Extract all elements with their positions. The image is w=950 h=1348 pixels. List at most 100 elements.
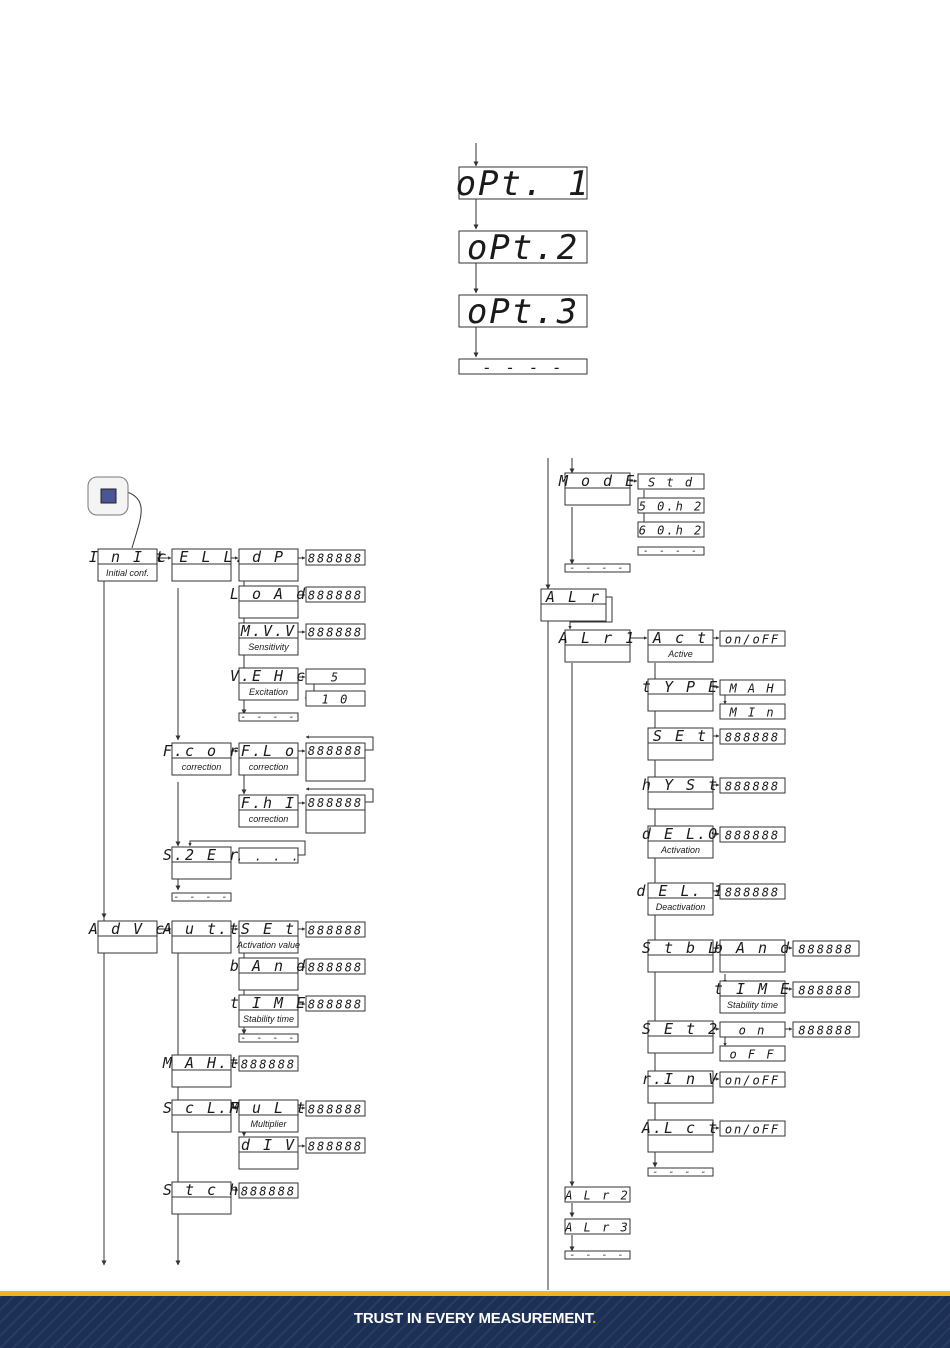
set2-node-code: S E t 2 xyxy=(642,1020,719,1038)
set2-off-value: o F F xyxy=(729,1048,775,1062)
rinv-node-code: r.I n V xyxy=(642,1070,719,1088)
sclf-node-box xyxy=(171,1099,232,1133)
alr1-menu-end xyxy=(647,1167,714,1177)
szer-value-value: . . . . xyxy=(236,850,301,864)
mult-node-code: M u L t xyxy=(229,1099,307,1117)
autt-band-node-code: b A n d xyxy=(230,957,307,975)
set2-on-value: o n xyxy=(739,1024,767,1038)
alct-value-box xyxy=(719,1120,786,1137)
alr-loop xyxy=(568,596,613,630)
szer-value-box xyxy=(238,847,299,864)
alr3-node-value: A L r 3 xyxy=(564,1221,630,1235)
vexc-node-caption: Excitation xyxy=(249,687,288,697)
mode-options-end-dashes: - - - - xyxy=(643,546,699,557)
act-value-value: on/oFF xyxy=(725,633,780,647)
alct-node-box xyxy=(647,1119,714,1153)
autt-set-node-caption: Activation value xyxy=(236,940,300,950)
mult-node-caption: Multiplier xyxy=(250,1119,287,1129)
dp-value-box xyxy=(305,549,366,566)
flo-node-caption: correction xyxy=(249,762,289,772)
init-node-box xyxy=(97,548,158,582)
maht-node-box xyxy=(171,1054,232,1088)
del0-node-box xyxy=(647,825,714,859)
dp-node-code: d P xyxy=(252,548,285,566)
fcor-node-code: F.c o r xyxy=(163,742,240,760)
mode-node-code: M o d E xyxy=(558,472,636,490)
fcor-node-caption: correction xyxy=(182,762,222,772)
fhi-loop xyxy=(305,787,374,803)
type-max-value: M A H xyxy=(728,682,775,696)
set2-value-value: 888888 xyxy=(798,1024,853,1038)
stbl-band-node-code: b A n d xyxy=(714,939,791,957)
autt-band-node-box xyxy=(238,957,299,991)
del1-node-code: d E L. 1 xyxy=(636,882,724,900)
opt-1-display xyxy=(458,166,588,200)
alr-menu-end xyxy=(564,1250,631,1260)
alr2-node-value: A L r 2 xyxy=(564,1189,630,1203)
stbl-time-node-code: t I M E xyxy=(714,980,791,998)
footer-slogan-text: TRUST IN EVERY MEASUREMENT xyxy=(353,1310,593,1327)
type-min-box xyxy=(719,703,786,720)
type-min-value: M I n xyxy=(728,706,775,720)
autt-time-value-value: 888888 xyxy=(308,998,363,1012)
init-menu-end xyxy=(171,892,232,902)
autt-node-code: A u t.t xyxy=(162,920,240,938)
fhi-node-caption: correction xyxy=(249,814,289,824)
alr2-node-box xyxy=(564,1186,631,1203)
footer-slogan: TRUST IN EVERY MEASUREMENT. xyxy=(0,1310,950,1327)
type-node-code: t Y P E xyxy=(642,678,719,696)
div-node-box xyxy=(238,1136,299,1170)
set2-node-box xyxy=(647,1020,714,1054)
autt-menu-end-dashes: - - - - xyxy=(240,1033,296,1044)
mult-value-box xyxy=(305,1100,366,1117)
init-menu-end-dashes: - - - - xyxy=(173,892,229,903)
alr-node-code: A L r xyxy=(545,588,601,606)
init-node-caption: Initial conf. xyxy=(106,568,149,578)
mode-options-end xyxy=(637,546,705,556)
dp-node-box xyxy=(238,548,299,582)
mvv-value-box xyxy=(305,623,366,640)
div-value-value: 888888 xyxy=(308,1140,363,1154)
fhi-value-box xyxy=(305,794,366,834)
rinv-node-box xyxy=(647,1070,714,1104)
opt-2-display-text: oPt.2 xyxy=(467,228,579,268)
stbl-band-node-box xyxy=(719,939,786,973)
set2-on-box xyxy=(719,1021,786,1038)
alr-set-value-value: 888888 xyxy=(725,731,780,745)
stch-value-box xyxy=(238,1182,299,1199)
act-node-caption: Active xyxy=(667,649,693,659)
cell-menu-end xyxy=(238,712,299,722)
stbl-time-value-value: 888888 xyxy=(798,984,853,998)
alr-set-node-code: S E t xyxy=(653,727,708,745)
stch-node-box xyxy=(171,1181,232,1215)
div-node-code: d I V xyxy=(241,1136,296,1154)
del0-value-box xyxy=(719,826,786,843)
vexc-value-5-box xyxy=(305,668,366,685)
del0-node-caption: Activation xyxy=(660,845,700,855)
set2-off-box xyxy=(719,1045,786,1062)
set2-value-box xyxy=(792,1021,860,1038)
mode-node-box xyxy=(564,472,631,506)
act-node-box xyxy=(647,629,714,663)
fhi-node-box xyxy=(238,794,299,828)
hyst-value-value: 888888 xyxy=(725,780,780,794)
alr1-menu-end-dashes: - - - - xyxy=(652,1167,708,1178)
mvv-node-caption: Sensitivity xyxy=(248,642,289,652)
flo-node-code: F.L o xyxy=(241,742,296,760)
flo-node-box xyxy=(238,742,299,776)
alct-node-code: A.L c t xyxy=(641,1119,719,1137)
stbl-band-value-box xyxy=(792,940,860,957)
maht-value-box xyxy=(238,1055,299,1072)
hyst-value-box xyxy=(719,777,786,794)
footer-banner: TRUST IN EVERY MEASUREMENT. xyxy=(0,1291,950,1348)
autt-node-box xyxy=(171,920,232,954)
type-max-box xyxy=(719,679,786,696)
fcor-node-box xyxy=(171,742,232,776)
stbl-band-value-value: 888888 xyxy=(798,943,853,957)
vexc-value-10-value: 1 0 xyxy=(322,693,350,707)
vexc-node-code: V.E H c xyxy=(230,667,307,685)
del1-node-caption: Deactivation xyxy=(656,902,706,912)
rinv-value-value: on/oFF xyxy=(725,1074,780,1088)
